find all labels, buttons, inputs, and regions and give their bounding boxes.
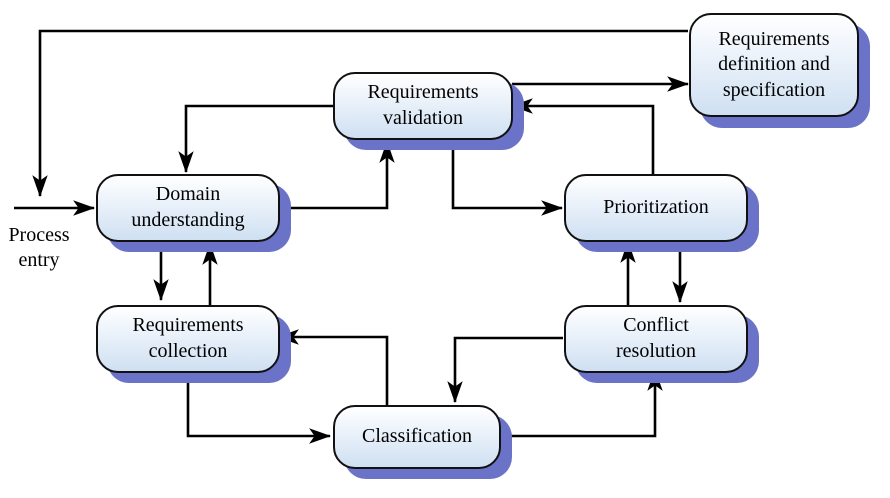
node-requirements-validation: Requirements validation bbox=[333, 72, 513, 140]
process-entry-line2: entry bbox=[18, 249, 60, 271]
node-conflict-line2: resolution bbox=[616, 340, 696, 362]
node-domain-line1: Domain bbox=[155, 183, 221, 206]
arrow-domain-to-validation bbox=[277, 140, 395, 210]
node-collection-line1: Requirements bbox=[132, 314, 244, 337]
node-domain-line2: understanding bbox=[131, 209, 245, 231]
node-conflict-resolution: Conflict resolution bbox=[564, 305, 748, 373]
node-requirements-collection: Requirements collection bbox=[96, 305, 280, 373]
node-requirements-definition: Requirements definition and specificatio… bbox=[689, 13, 859, 117]
arrow-classification-to-collection bbox=[276, 329, 389, 408]
node-conflict-line1: Conflict bbox=[623, 314, 689, 337]
node-definition-line3: specification bbox=[722, 78, 826, 101]
node-validation-line2: validation bbox=[383, 107, 463, 129]
node-classification: Classification bbox=[333, 405, 501, 469]
node-prioritization-line1: Prioritization bbox=[603, 196, 709, 219]
arrow-collection-to-classification bbox=[186, 372, 332, 444]
node-prioritization: Prioritization bbox=[564, 174, 748, 242]
arrow-classification-to-conflict bbox=[498, 368, 663, 438]
arrow-conflict-to-classification bbox=[447, 336, 563, 404]
node-classification-line1: Classification bbox=[362, 425, 472, 448]
arrow-definition-to-entry bbox=[32, 29, 688, 198]
arrow-validation-to-domain bbox=[178, 104, 333, 174]
process-entry-label: Process entry bbox=[2, 223, 76, 273]
process-entry-line1: Process bbox=[8, 224, 70, 246]
node-domain-understanding: Domain understanding bbox=[96, 174, 280, 242]
node-validation-line1: Requirements bbox=[367, 81, 479, 104]
node-collection-line2: collection bbox=[148, 340, 228, 362]
node-definition-line2: definition and bbox=[718, 53, 830, 76]
arrow-prioritization-to-validation bbox=[510, 98, 655, 175]
arrow-validation-to-prioritization bbox=[451, 140, 564, 216]
node-definition-line1: Requirements bbox=[718, 27, 830, 50]
